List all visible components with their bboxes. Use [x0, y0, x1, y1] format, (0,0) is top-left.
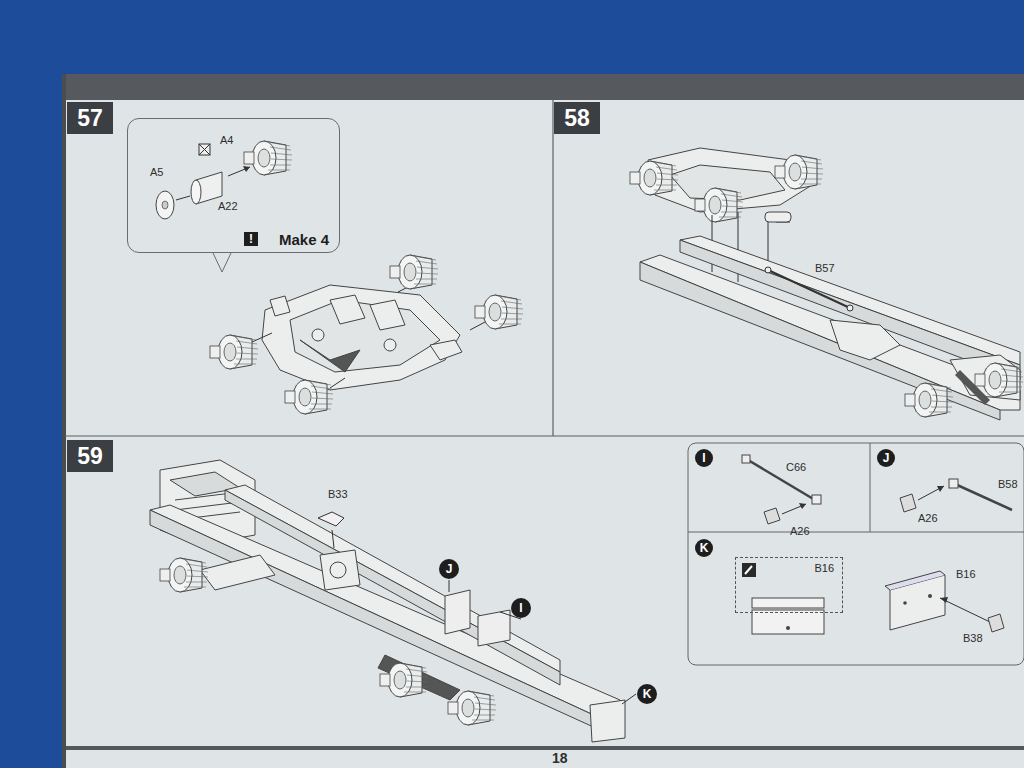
callout-circle-text: I — [519, 601, 522, 615]
step-number: 58 — [554, 102, 600, 134]
part-number: B38 — [963, 632, 983, 644]
part-number: B38 — [963, 632, 983, 644]
optional-part-box: B16 — [735, 557, 843, 613]
detail-inset-text: Make 4 — [279, 231, 329, 248]
part-number: B57 — [815, 262, 835, 274]
callout-circle-text: J — [883, 451, 890, 465]
detail-inset: Make 4 — [127, 118, 340, 253]
part-number: C66 — [786, 461, 806, 473]
step-number: 59 — [67, 440, 113, 472]
optional-part-box-text: B16 — [814, 562, 834, 574]
warning-icon: ! — [249, 232, 253, 246]
page-number: 18 — [552, 751, 568, 766]
part-number: A5 — [150, 166, 163, 178]
page-number: 18 — [552, 750, 568, 766]
part-number: A4 — [220, 134, 233, 146]
step-number-text: 57 — [77, 105, 103, 132]
warning-icon: ! — [244, 232, 258, 246]
part-number: B33 — [328, 488, 348, 500]
step-number-text: 59 — [77, 443, 103, 470]
callout-circle-text: K — [643, 687, 652, 701]
part-number: A26 — [790, 525, 810, 537]
part-number: B58 — [998, 478, 1018, 490]
callout-circle-text: I — [702, 451, 705, 465]
part-number: A26 — [918, 512, 938, 524]
part-number: A26 — [790, 525, 810, 537]
callout-circle: I — [695, 449, 713, 467]
part-number: B58 — [998, 478, 1018, 490]
part-number: A5 — [150, 166, 163, 178]
callout-circle: I — [511, 598, 531, 618]
part-number: C66 — [786, 461, 806, 473]
part-number: B33 — [328, 488, 348, 500]
step-number-text: 58 — [564, 105, 590, 132]
step-number: 57 — [67, 102, 113, 134]
part-number: A22 — [218, 200, 238, 212]
callout-circle: K — [695, 539, 713, 557]
part-number: A4 — [220, 134, 233, 146]
part-number: B16 — [956, 568, 976, 580]
part-number: B57 — [815, 262, 835, 274]
callout-circle-text: K — [700, 541, 709, 555]
part-number: A22 — [218, 200, 238, 212]
callout-circle-text: J — [446, 562, 453, 576]
callout-circle: J — [877, 449, 895, 467]
callout-circle: K — [637, 684, 657, 704]
part-number: B16 — [956, 568, 976, 580]
part-number: A26 — [918, 512, 938, 524]
callout-circle: J — [439, 559, 459, 579]
